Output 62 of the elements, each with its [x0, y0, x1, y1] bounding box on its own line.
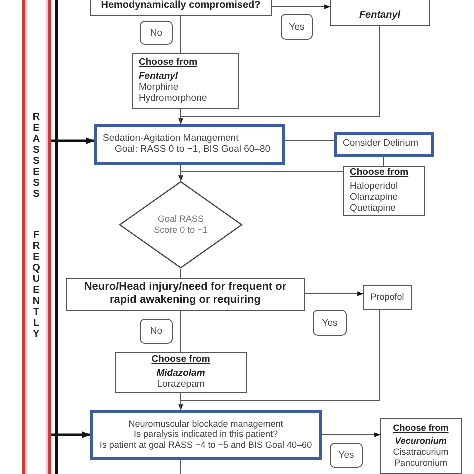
drug-name: Midazolam	[156, 368, 206, 380]
management-box	[94, 124, 285, 165]
drug-name: Morphine	[139, 82, 179, 94]
process-box	[132, 53, 239, 109]
drug-name: Lorazepam	[157, 379, 205, 390]
edge-label: No	[140, 319, 173, 344]
list-heading: Choose from	[393, 422, 449, 434]
drug-name: Cisatracurium	[393, 447, 449, 458]
process-box	[115, 352, 247, 393]
list-heading: Choose from	[152, 354, 210, 365]
process-box	[363, 285, 412, 310]
process-box	[380, 418, 462, 474]
connector-line	[180, 460, 182, 474]
decision-text: Goal RASS Score 0 to −1	[153, 214, 209, 236]
arrow	[178, 172, 344, 182]
box-text: Hemodynamically compromised?	[101, 0, 261, 12]
management-box	[334, 132, 434, 157]
list-heading: Choose from	[350, 166, 409, 178]
drug-name: Fentanyl	[139, 70, 178, 82]
edge-label: Yes	[313, 310, 347, 336]
decision-diamond	[119, 181, 243, 269]
arrow	[272, 4, 331, 10]
thick-arrow	[51, 431, 91, 439]
box-text: Neuro/Head injury/need for frequent or rapid awakening or requiring	[83, 281, 288, 307]
arrow	[304, 292, 364, 296]
thick-arrow	[51, 137, 95, 145]
process-box	[343, 166, 425, 216]
process-box	[330, 0, 430, 26]
connector-line	[180, 16, 182, 54]
drug-name: Haloperidol	[350, 180, 398, 192]
connector-line	[284, 140, 334, 142]
connector-line	[180, 268, 182, 278]
box-text: Propofol	[370, 292, 404, 302]
connector-line	[180, 164, 182, 182]
drug-name: Pancuronium	[394, 458, 448, 468]
edge-label: No	[140, 21, 173, 45]
arrow	[322, 432, 381, 438]
box-text: Neuromuscular blockade management	[128, 418, 284, 430]
box-text: Sedation-Agitation Management	[103, 132, 239, 144]
connector-line	[180, 310, 182, 352]
edge-label: Yes	[330, 443, 363, 468]
connector-line	[180, 392, 182, 410]
arrow	[178, 310, 380, 411]
process-box	[66, 278, 305, 311]
connector-line	[180, 108, 182, 124]
drug-name: Vecuronium	[395, 436, 447, 447]
box-text: Fentanyl	[359, 10, 401, 22]
arrow	[178, 26, 380, 125]
reassess-band	[22, 0, 51, 474]
process-box	[90, 0, 272, 16]
box-text: Is paralysis indicated in this patient?	[134, 429, 278, 440]
drug-name: Olanzapine	[350, 192, 398, 204]
vertical-text: FREQUENTLY	[32, 230, 42, 340]
list-heading: Choose from	[139, 56, 198, 68]
box-text: Consider Delirium	[343, 138, 418, 150]
drug-name: Hydromorphone	[139, 93, 208, 104]
vertical-text: REASSESS	[32, 112, 42, 200]
edge-label: Yes	[281, 14, 313, 40]
box-text: Is patient at goal RASS −4 to −5 and BIS Goal 40–60	[100, 440, 312, 450]
box-text: Goal: RASS 0 to −1, BIS Goal 60–80	[114, 144, 271, 156]
drug-name: Quetiapine	[350, 203, 396, 214]
management-box	[90, 410, 322, 460]
